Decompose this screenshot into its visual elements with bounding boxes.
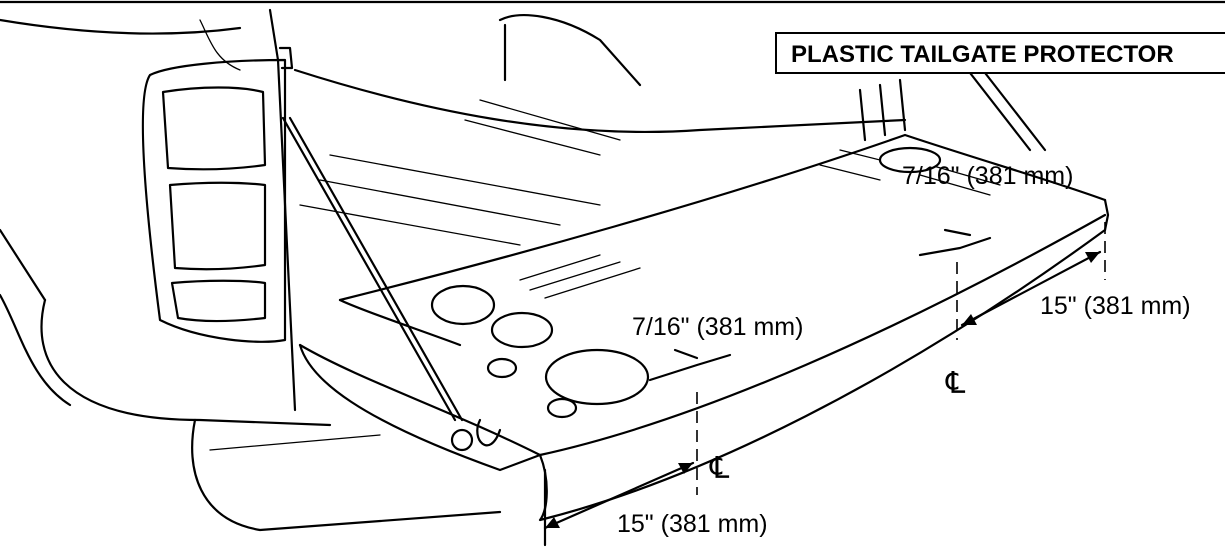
left-offset-arrow [673, 348, 699, 360]
width-left-arrow-left [545, 517, 560, 528]
cup-hole-1 [430, 284, 496, 326]
title-box: PLASTIC TAILGATE PROTECTOR [775, 32, 1225, 74]
bumper-bottom [191, 418, 502, 532]
grip-line-1 [519, 254, 601, 281]
offset-label-right: 7/16" (381 mm) [902, 162, 1073, 190]
offset-label-left: 7/16" (381 mm) [632, 313, 803, 341]
protector-front-edge [298, 213, 1107, 457]
width-left-arrow-right [678, 463, 693, 474]
small-hole-2 [546, 397, 578, 419]
grip-line-2 [529, 261, 621, 291]
taillight-lens-middle [168, 181, 267, 271]
small-hole-1 [486, 357, 518, 379]
bed-rib-7 [819, 164, 881, 181]
centerline-symbol-right: ℄ [945, 367, 966, 400]
bed-rib-2 [319, 179, 561, 226]
cup-hole-large [544, 348, 650, 406]
width-right-arrow-left [962, 314, 977, 325]
cup-hole-2 [490, 311, 554, 349]
width-right-line [960, 250, 1102, 327]
grip-line-3 [544, 267, 641, 299]
wheel-well [498, 14, 642, 87]
taillight-housing [141, 58, 287, 343]
protector-left-end [298, 343, 542, 472]
bumper-detail [209, 434, 381, 451]
taillight-lens-bottom [170, 279, 267, 323]
grip-line-5 [919, 174, 991, 196]
width-right-arrow-right [1085, 252, 1100, 263]
bed-rib-4 [479, 99, 621, 141]
bumper-top [40, 298, 332, 427]
width-left-line [543, 461, 695, 530]
right-brace [958, 58, 1047, 152]
support-cable-a [281, 116, 457, 422]
bed-inner-edge [293, 68, 907, 134]
latch-hook [476, 418, 502, 447]
protector-back-edge [338, 133, 1107, 302]
bed-rib-5 [464, 119, 601, 156]
right-offset-leader [918, 236, 992, 257]
bed-post [268, 8, 297, 412]
bumper-side [0, 293, 72, 407]
striker-pin [278, 46, 294, 70]
body-crease [199, 19, 241, 71]
bed-rib-1 [329, 154, 601, 206]
cup-hole-right [878, 146, 942, 174]
protector-left-ridge [338, 298, 462, 347]
right-offset-arrow [943, 228, 972, 237]
grip-line-4 [929, 164, 1001, 186]
support-cable-b [288, 116, 464, 422]
diagram-title: PLASTIC TAILGATE PROTECTOR [791, 41, 1174, 68]
body-left-edge [0, 228, 47, 302]
left-offset-leader [648, 353, 732, 382]
width-label-right: 15" (381 mm) [1040, 292, 1191, 320]
protector-right-end [1103, 198, 1110, 232]
taillight-lens-top [161, 86, 267, 171]
centerline-symbol-left: ℄ [709, 452, 730, 485]
body-top-curve [0, 18, 242, 35]
width-label-left: 15" (381 mm) [617, 510, 768, 538]
cable-end-fitting [450, 428, 474, 452]
right-post [858, 78, 907, 142]
